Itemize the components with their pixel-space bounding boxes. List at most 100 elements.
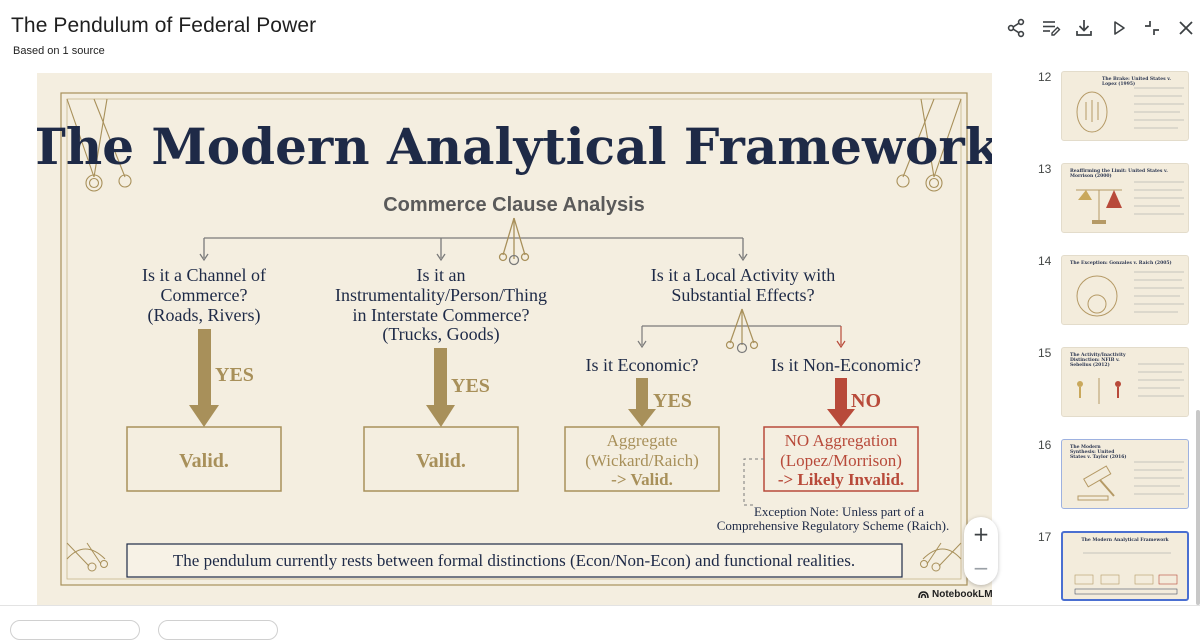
branch3-question-line1: Is it a Local Activity with [651, 265, 835, 285]
slide-thumbnail-list: 12 The Brake: United States v. Lopez (19… [1030, 64, 1200, 609]
thumbnail-slide-16[interactable]: 16 The Modern Synthesis: United States v… [1030, 432, 1200, 510]
close-button[interactable] [1172, 14, 1200, 42]
pendulum-ornament-bottom-right [920, 542, 962, 572]
bottom-chip-right[interactable] [158, 620, 278, 640]
share-button[interactable] [1002, 14, 1030, 42]
footer-text: The pendulum currently rests between for… [173, 551, 855, 570]
gavel-illustration-icon [1077, 461, 1184, 501]
zoom-in-button[interactable]: + [972, 522, 990, 546]
econ-result-box [564, 426, 720, 492]
thumbnail-title: The Brake: United States v. Lopez (1995) [1102, 77, 1171, 87]
branch2-question-line3: in Interstate Commerce? [353, 305, 530, 325]
pendulum-ornament-top-right [896, 98, 962, 192]
slide-viewer[interactable]: The Modern Analytical Framework Commerce… [37, 73, 992, 605]
branch1-result-box [126, 426, 282, 492]
collapse-icon [1145, 21, 1159, 35]
branch-instrumentality: Is it an Instrumentality/Person/Thing in… [335, 265, 547, 345]
zoom-controls: + − [964, 517, 998, 585]
thumbnail-slide-17[interactable]: 17 The Modern Analytical Framework [1030, 524, 1200, 602]
nonecon-question: Is it Non-Economic? [771, 355, 921, 375]
root-connector [199, 217, 748, 266]
econ-answer: YES [653, 390, 692, 412]
branch2-result: Valid. [416, 450, 466, 472]
flowchart-illustration-icon [1074, 552, 1178, 595]
econ-question: Is it Economic? [586, 355, 699, 375]
notebooklm-logo: NotebookLM [918, 589, 993, 600]
econ-arrow [628, 378, 656, 427]
thumbnail-number: 13 [1038, 162, 1052, 176]
exception-note-line2: Comprehensive Regulatory Scheme (Raich). [717, 518, 950, 533]
thumbnail-image: The Modern Synthesis: United States v. T… [1061, 439, 1189, 509]
thumbnail-image: The Brake: United States v. Lopez (1995) [1061, 71, 1189, 141]
pendulum-ornament-bottom-left [66, 542, 108, 572]
edit-list-icon [1043, 21, 1061, 36]
branch3-connector [637, 308, 846, 354]
branch3-question-line2: Substantial Effects? [671, 285, 814, 305]
thumbnail-slide-12[interactable]: 12 The Brake: United States v. Lopez (19… [1030, 64, 1200, 142]
thumbnail-slide-13[interactable]: 13 Reaffirming the Limit: United States … [1030, 156, 1200, 234]
branch1-question-line3: (Roads, Rivers) [148, 305, 261, 326]
thumbnail-title: The Modern Analytical Framework [1081, 538, 1169, 543]
zoom-out-button[interactable]: − [972, 556, 990, 580]
thumbnail-number: 17 [1038, 530, 1052, 544]
slide-frame [60, 92, 968, 586]
branch2-question-line1: Is it an [417, 265, 466, 285]
thumbnail-title: The Exception: Gonzales v. Raich (2005) [1070, 261, 1172, 266]
share-icon [1007, 18, 1025, 38]
scale-illustration-icon [1076, 181, 1184, 224]
thumbnail-title: Reaffirming the Limit: United States v. … [1070, 169, 1168, 179]
branch2-question-line2: Instrumentality/Person/Thing [335, 285, 547, 305]
thumbnail-scrollbar[interactable] [1196, 410, 1200, 605]
footer-banner [126, 543, 903, 578]
nonecon-arrow [827, 378, 855, 427]
pendulum-ornament-top-left [66, 98, 132, 192]
close-icon [1179, 21, 1193, 35]
branch2-answer: YES [451, 375, 490, 397]
play-icon [1114, 21, 1125, 35]
branch1-arrow [189, 329, 219, 427]
thumbnail-number: 15 [1038, 346, 1052, 360]
bottom-chip-left[interactable] [10, 620, 140, 640]
econ-result-line2: (Wickard/Raich) [585, 451, 699, 470]
present-button[interactable] [1105, 14, 1133, 42]
nonecon-answer: NO [851, 390, 881, 412]
notebooklm-icon [918, 590, 929, 598]
thumbnail-slide-15[interactable]: 15 The Activity/Inactivity Distinction: … [1030, 340, 1200, 418]
thumbnail-slide-14[interactable]: 14 The Exception: Gonzales v. Raich (200… [1030, 248, 1200, 326]
slide-canvas: The Modern Analytical Framework Commerce… [37, 73, 992, 605]
exception-note-line1: Exception Note: Unless part of a [754, 504, 924, 519]
bottom-bar [0, 605, 1200, 640]
thumbnail-number: 16 [1038, 438, 1052, 452]
figures-illustration-icon [1077, 363, 1184, 404]
slide-title: The Modern Analytical Framework [37, 117, 992, 176]
header: The Pendulum of Federal Power Based on 1… [0, 0, 1200, 70]
edit-list-button[interactable] [1037, 14, 1065, 42]
notebooklm-label: NotebookLM [932, 589, 993, 600]
download-icon [1076, 20, 1092, 36]
econ-result-line1: Aggregate [607, 431, 678, 450]
circles-illustration-icon [1076, 271, 1184, 317]
econ-result-line3: -> Valid. [611, 470, 673, 489]
thumbnail-image: The Activity/Inactivity Distinction: NFI… [1061, 347, 1189, 417]
branch1-question-line2: Commerce? [161, 285, 248, 305]
branch1-answer: YES [215, 364, 254, 386]
thumbnail-number: 12 [1038, 70, 1052, 84]
thumbnail-image: Reaffirming the Limit: United States v. … [1061, 163, 1189, 233]
page-title: The Pendulum of Federal Power [11, 14, 317, 37]
download-button[interactable] [1070, 14, 1098, 42]
branch2-arrow [426, 348, 455, 427]
branch1-question-line1: Is it a Channel of [142, 265, 266, 285]
branch2-question-line4: (Trucks, Goods) [382, 324, 499, 345]
thumbnail-image: The Exception: Gonzales v. Raich (2005) [1061, 255, 1189, 325]
collapse-button[interactable] [1138, 14, 1166, 42]
thumbnail-image: The Modern Analytical Framework [1061, 531, 1189, 601]
thumbnail-title: The Activity/Inactivity Distinction: NFI… [1070, 353, 1126, 368]
thumbnail-title: The Modern Synthesis: United States v. T… [1070, 445, 1127, 460]
thumbnail-number: 14 [1038, 254, 1052, 268]
exception-connector [743, 458, 764, 506]
source-count: Based on 1 source [13, 45, 105, 57]
nonecon-result-line2: (Lopez/Morrison) [780, 451, 902, 470]
slide-subtitle: Commerce Clause Analysis [383, 194, 645, 216]
hand-illustration-icon [1076, 87, 1184, 133]
toolbar [1000, 14, 1200, 42]
